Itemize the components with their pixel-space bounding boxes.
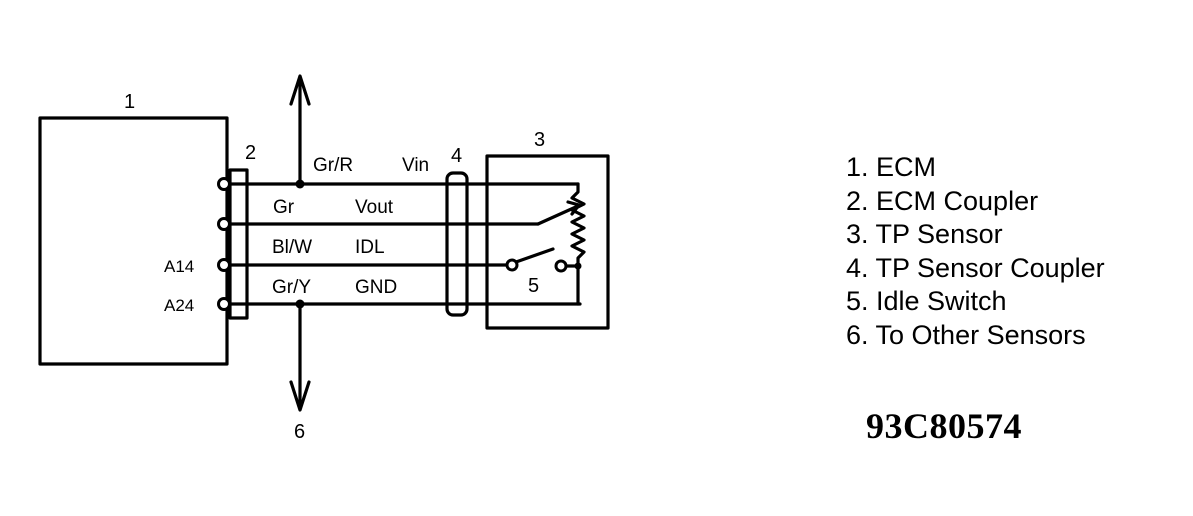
idle-switch-blade (514, 247, 555, 264)
idle-switch-contact-right (554, 259, 568, 273)
wire-label-gnd: GND (355, 277, 397, 298)
terminal-a24 (217, 297, 231, 311)
wiper-arrowhead (566, 200, 581, 216)
figure-code: 93C80574 (866, 406, 1022, 446)
pin-label-a24: A24 (164, 296, 194, 315)
wire-label-vout: Vout (355, 197, 394, 218)
ecm-coupler (228, 168, 249, 320)
legend-item-other-sensors: 6. To Other Sensors (846, 319, 1086, 350)
callout-ecm: 1 (124, 91, 135, 113)
tp-sensor-box (485, 154, 610, 330)
legend-item-idle-switch: 5. Idle Switch (846, 286, 1007, 317)
wire-label-idl: IDL (355, 237, 385, 258)
tp-sensor-resistor (570, 182, 586, 306)
callout-ecm-coupler: 2 (245, 142, 256, 164)
legend-item-ecm-coupler: 2. ECM Coupler (846, 185, 1039, 216)
wire-label-gr-r: Gr/R (313, 155, 353, 176)
pin-label-a14: A14 (164, 257, 194, 276)
junction-dot-bottom (295, 299, 305, 309)
legend: 1. ECM 2. ECM Coupler 3. TP Sensor 4. TP… (846, 151, 1105, 353)
terminal-a14 (217, 258, 231, 272)
callout-tp-sensor: 3 (534, 129, 545, 151)
terminal-ecm-2 (217, 217, 231, 231)
legend-item-tp-sensor-coupler: 4. TP Sensor Coupler (846, 252, 1105, 283)
terminal-ecm-1 (217, 177, 231, 191)
wire-label-gr-y: Gr/Y (272, 277, 311, 298)
arrow-up-head (289, 74, 311, 106)
idle-switch-contact-left (505, 258, 519, 272)
wire-label-bl-w: Bl/W (272, 237, 312, 258)
ecm-box (38, 116, 229, 366)
callout-other-sensors: 6 (294, 421, 305, 443)
junction-dot-switch (574, 262, 582, 270)
callout-tp-sensor-coupler: 4 (451, 145, 462, 167)
tp-sensor-coupler (445, 171, 469, 317)
arrow-down-head (289, 380, 311, 412)
legend-item-tp-sensor: 3. TP Sensor (846, 219, 1003, 250)
junction-dot-top (295, 179, 305, 189)
wire-label-vin: Vin (402, 155, 429, 176)
wire-bundle (226, 182, 582, 306)
wire-label-gr: Gr (273, 197, 295, 218)
legend-item-ecm: 1. ECM (846, 152, 937, 182)
callout-idle-switch: 5 (528, 275, 539, 297)
tp-sensor-wiper (536, 204, 580, 226)
